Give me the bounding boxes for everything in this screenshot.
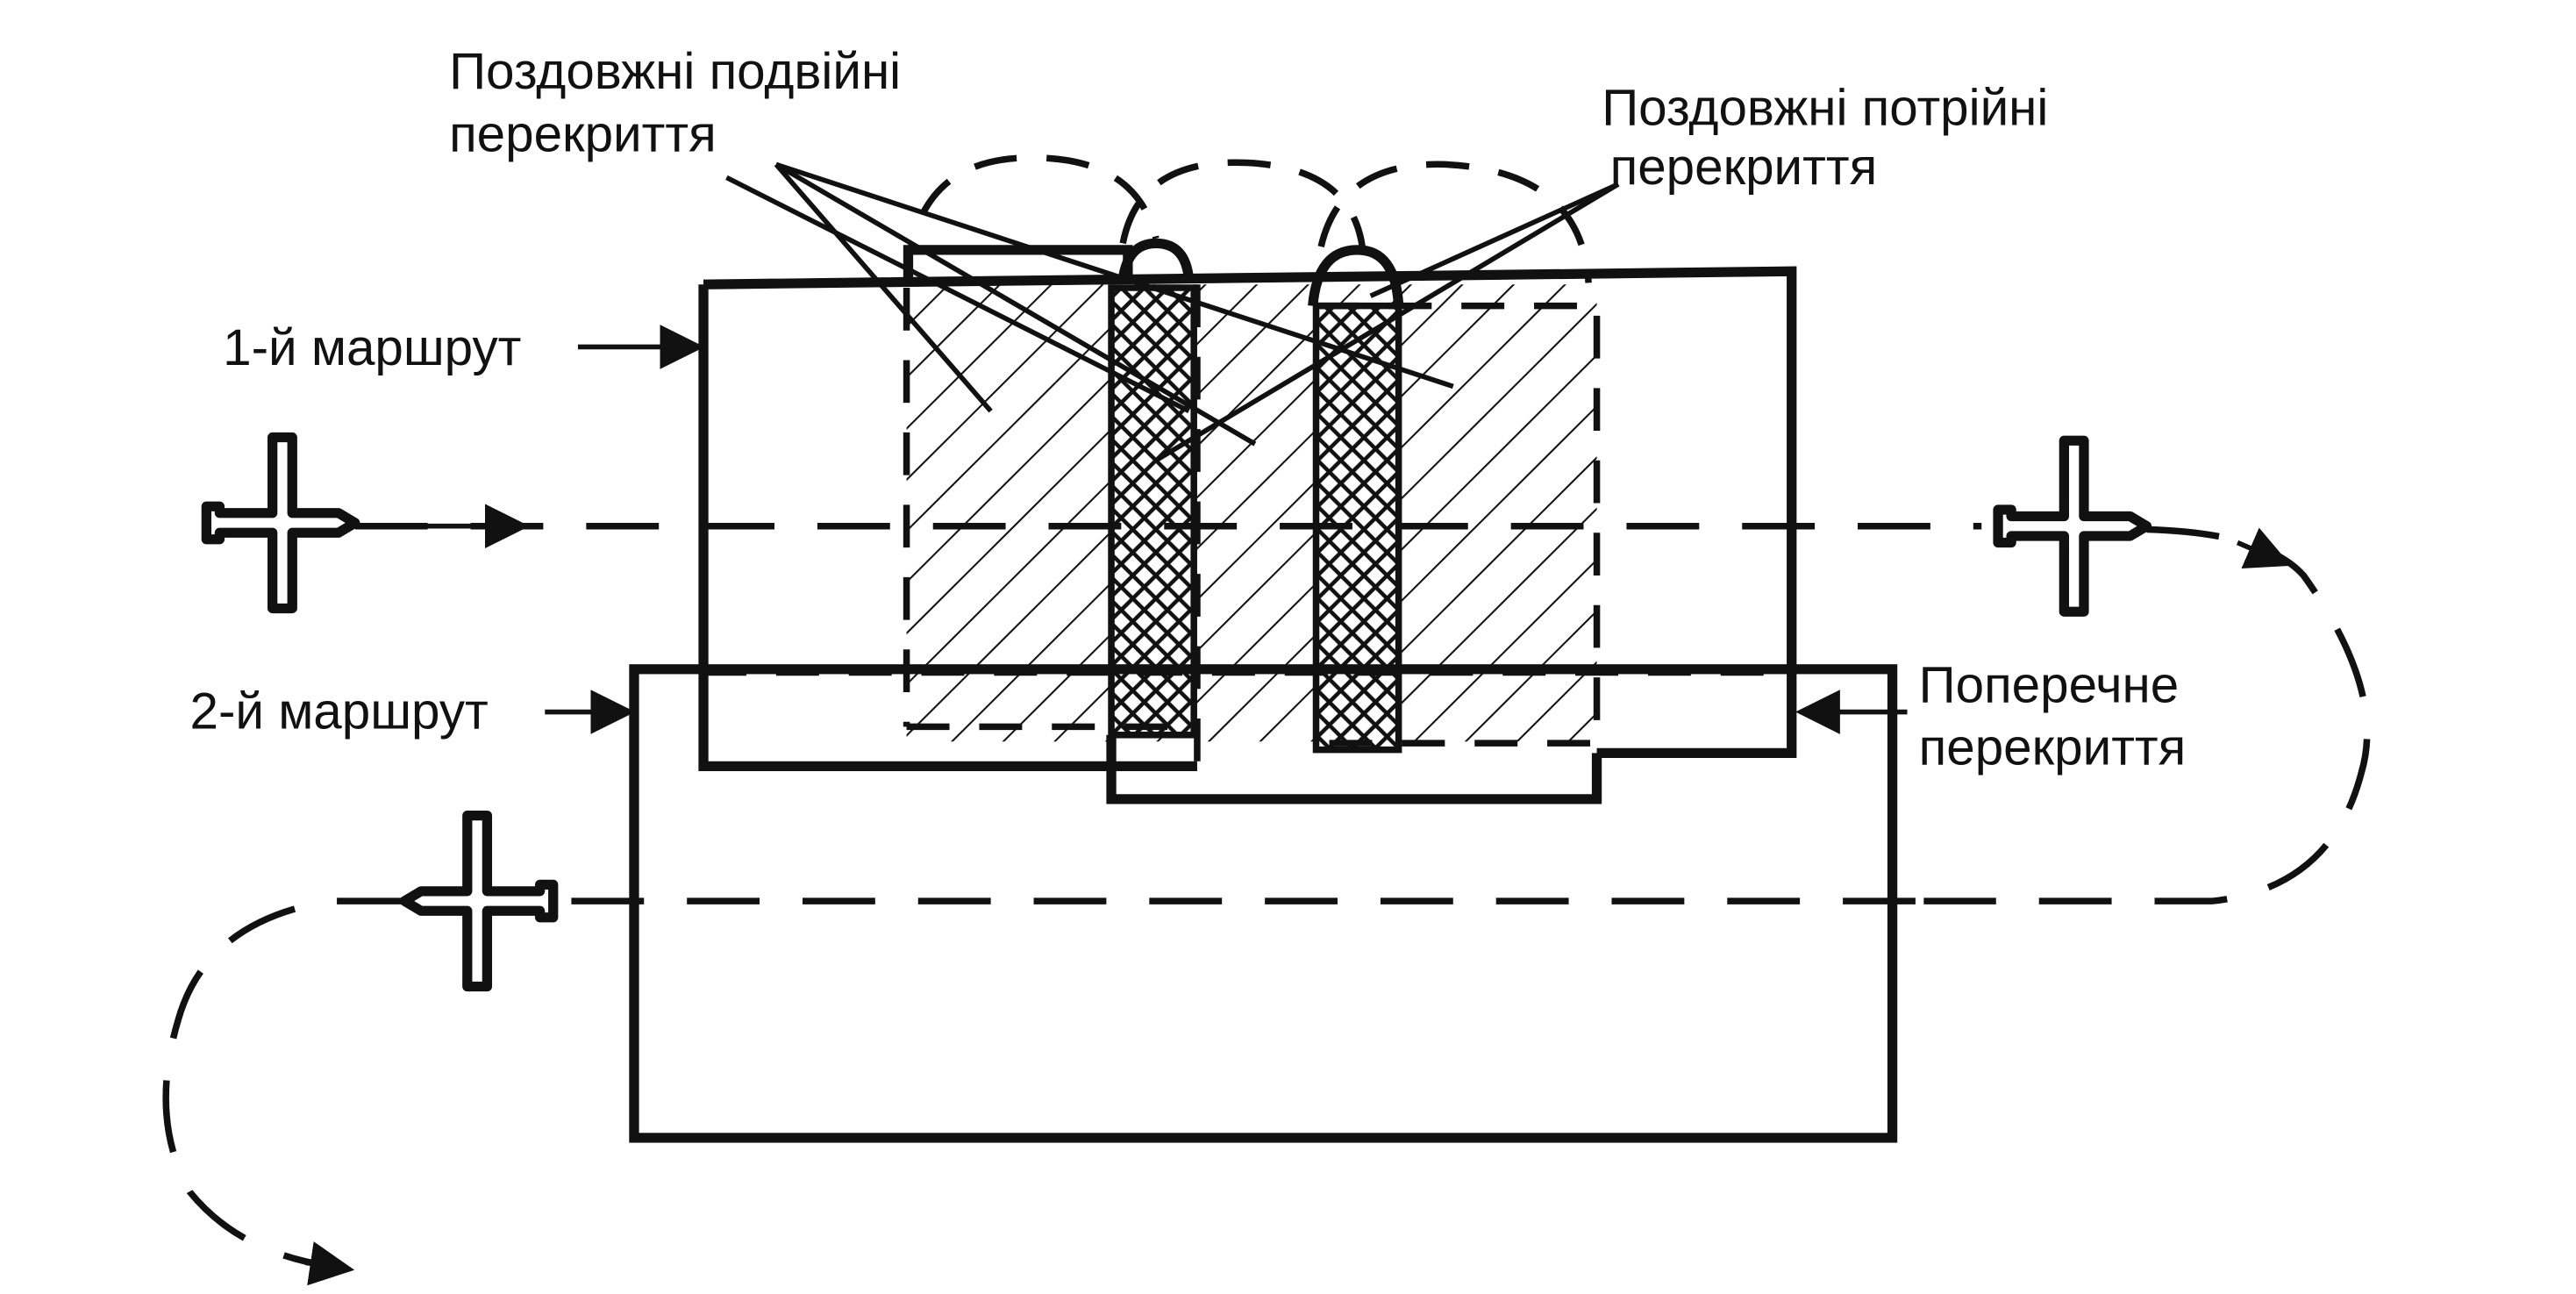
airplane-icon [201,432,360,614]
airplane-icon [1993,435,2152,617]
label-transverse-line2: перекриття [1919,719,2187,776]
label-double-overlap-line1: Поздовжні подвійні [449,43,901,100]
label-triple-overlap-line1: Поздовжні потрійні [1602,80,2048,137]
photo-frame-outline [903,287,1197,731]
frame-bump [1117,238,1195,281]
frame-arc [903,154,1160,285]
airplane-icon [399,810,559,992]
label-route1: 1-й маршрут [223,319,521,376]
label-double-overlap-line2: перекриття [449,106,717,163]
label-route2: 2-й маршрут [190,683,489,740]
flight-turn-left [162,897,410,1269]
flight-turn-right [1923,525,2371,904]
label-transverse-line1: Поперечне [1919,656,2179,713]
route1-step [1106,734,1602,804]
leader-line-double [774,161,1257,447]
route1-frame [698,266,1797,772]
leader-line-double [774,162,993,413]
frame-arc [1317,161,1592,283]
leader-line-double [725,175,1190,414]
label-triple-overlap-line2: перекриття [1610,139,1878,196]
flight-arrow [2236,527,2292,568]
frame-arc [1119,159,1366,247]
leader-line-triple [1369,182,1620,298]
leader-line-triple [1154,182,1620,463]
flight-arrow [304,1241,355,1286]
